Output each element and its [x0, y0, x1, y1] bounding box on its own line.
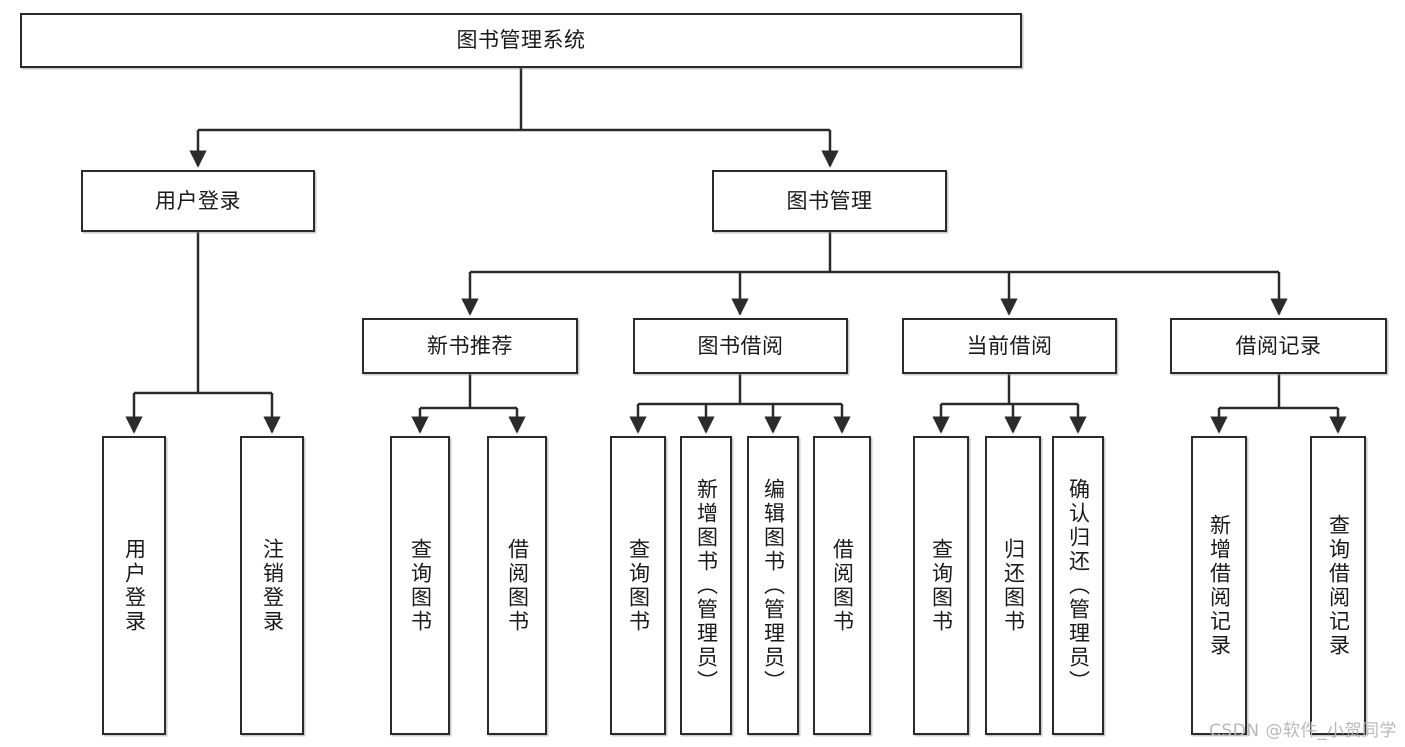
node-leaf-query-borrow-record[interactable]: 查询借阅记录 — [1310, 436, 1366, 735]
node-leaf-query-book-2[interactable]: 查询图书 — [610, 436, 666, 735]
node-current-borrow-label: 当前借阅 — [966, 333, 1053, 358]
node-root-label: 图书管理系统 — [456, 28, 586, 53]
node-leaf-query-book-3[interactable]: 查询图书 — [913, 436, 969, 735]
node-leaf-borrow-book-1[interactable]: 借阅图书 — [487, 436, 547, 735]
node-leaf-confirm-return-admin[interactable]: 确认归还（管理员） — [1052, 436, 1104, 735]
node-leaf-confirm-return-admin-label: 确认归还（管理员） — [1066, 477, 1091, 694]
node-leaf-user-logout-label: 注销登录 — [260, 537, 285, 634]
node-leaf-return-book[interactable]: 归还图书 — [985, 436, 1041, 735]
node-leaf-user-login-label: 用户登录 — [122, 537, 147, 634]
node-leaf-borrow-book-2-label: 借阅图书 — [830, 537, 855, 634]
node-leaf-user-login[interactable]: 用户登录 — [102, 436, 166, 735]
node-leaf-add-book-admin[interactable]: 新增图书（管理员） — [680, 436, 732, 735]
node-leaf-add-book-admin-label: 新增图书（管理员） — [694, 477, 719, 694]
node-book-manage-label: 图书管理 — [786, 188, 873, 213]
node-leaf-edit-book-admin-label: 编辑图书（管理员） — [761, 477, 786, 694]
node-leaf-edit-book-admin[interactable]: 编辑图书（管理员） — [747, 436, 799, 735]
node-book-borrow[interactable]: 图书借阅 — [633, 318, 848, 374]
node-leaf-return-book-label: 归还图书 — [1001, 537, 1026, 634]
node-leaf-query-book-1[interactable]: 查询图书 — [390, 436, 450, 735]
node-leaf-query-book-3-label: 查询图书 — [929, 537, 954, 634]
node-root[interactable]: 图书管理系统 — [20, 13, 1022, 68]
node-user-login[interactable]: 用户登录 — [81, 170, 315, 232]
node-book-manage[interactable]: 图书管理 — [712, 170, 947, 232]
node-current-borrow[interactable]: 当前借阅 — [902, 318, 1117, 374]
node-new-book-rec-label: 新书推荐 — [427, 333, 513, 358]
node-book-borrow-label: 图书借阅 — [697, 333, 784, 358]
node-leaf-borrow-book-1-label: 借阅图书 — [505, 537, 530, 634]
node-leaf-user-logout[interactable]: 注销登录 — [240, 436, 304, 735]
node-leaf-query-book-1-label: 查询图书 — [408, 537, 433, 634]
node-user-login-label: 用户登录 — [155, 188, 241, 213]
node-leaf-add-borrow-record[interactable]: 新增借阅记录 — [1191, 436, 1247, 735]
node-new-book-rec[interactable]: 新书推荐 — [362, 318, 578, 374]
node-borrow-record-label: 借阅记录 — [1235, 333, 1322, 358]
node-leaf-add-borrow-record-label: 新增借阅记录 — [1207, 513, 1232, 658]
node-leaf-query-book-2-label: 查询图书 — [626, 537, 651, 634]
node-borrow-record[interactable]: 借阅记录 — [1170, 318, 1387, 374]
node-leaf-borrow-book-2[interactable]: 借阅图书 — [813, 436, 871, 735]
node-leaf-query-borrow-record-label: 查询借阅记录 — [1326, 513, 1351, 658]
